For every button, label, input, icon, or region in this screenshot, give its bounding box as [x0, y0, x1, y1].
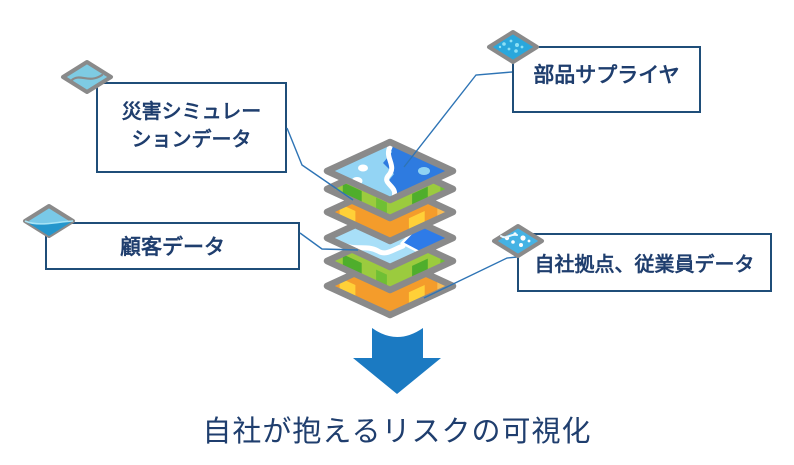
- connector-supplier-line: [403, 71, 513, 168]
- callout-company-sites-employee-data: 自社拠点、従業員データ: [517, 233, 772, 292]
- callout-parts-supplier: 部品サプライヤ: [512, 46, 701, 113]
- green-landuse-layer: [323, 228, 457, 294]
- green-landuse-layer: [323, 156, 457, 222]
- blue-basemap-layer: [323, 138, 457, 204]
- connector-disaster-line: [286, 127, 354, 201]
- orange-hazard-layer: [323, 253, 457, 319]
- lightblue-water-layer: [323, 205, 457, 271]
- map-layer-stack: [323, 138, 457, 319]
- connector-customer-line: [299, 232, 359, 251]
- diagram-caption: 自社が抱えるリスクの可視化: [202, 416, 592, 448]
- connector-sites-line: [423, 256, 518, 299]
- down-arrow: [353, 328, 441, 394]
- connector-lines: [286, 71, 518, 299]
- callout-customer-data: 顧客データ: [45, 222, 300, 270]
- callout-disaster-simulation-data: 災害シミュレー ションデータ: [96, 82, 287, 173]
- orange-hazard-layer: [323, 179, 457, 245]
